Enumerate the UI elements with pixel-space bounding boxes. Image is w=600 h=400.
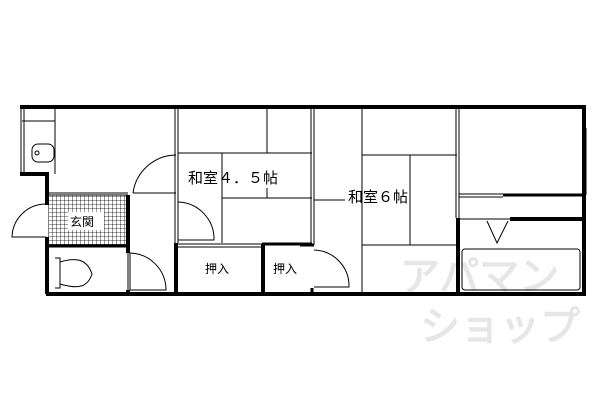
watermark: アパマン ショップ <box>400 254 580 350</box>
room-label-washitsu-4-5: 和室４．５帖 <box>188 169 278 187</box>
room-label-oshiire-1: 押入 <box>205 262 229 276</box>
svg-text:ショップ: ショップ <box>420 304 580 350</box>
room-label-washitsu-6: 和室６帖 <box>348 188 408 206</box>
room-label-genkan: 玄関 <box>70 214 94 229</box>
room-label-oshiire-2: 押入 <box>273 262 297 276</box>
walls <box>11 105 587 296</box>
